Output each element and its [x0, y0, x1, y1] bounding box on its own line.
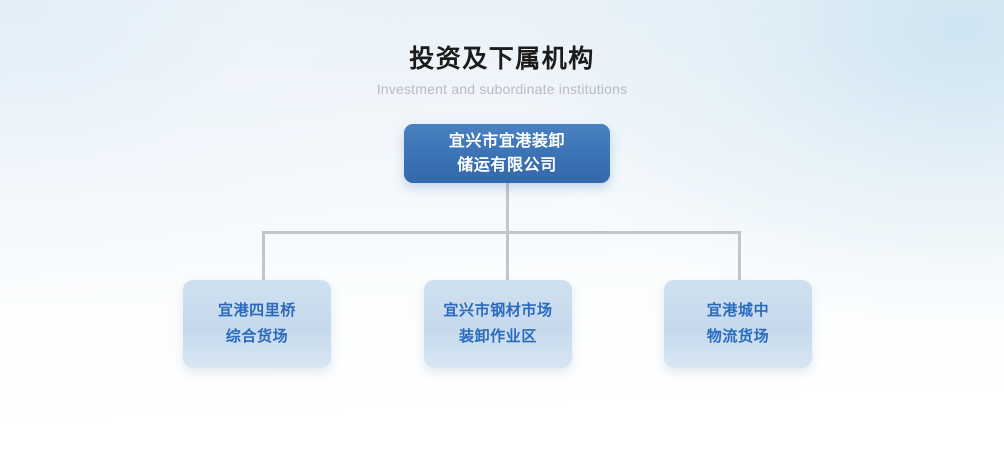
org-node-child-0[interactable]: 宜港四里桥 综合货场: [183, 280, 331, 368]
org-node-child-1[interactable]: 宜兴市钢材市场 装卸作业区: [424, 280, 572, 368]
org-node-root-line2: 储运有限公司: [457, 156, 557, 174]
org-node-child-2-label: 宜港城中 物流货场: [707, 298, 769, 350]
org-node-child-2-line2: 物流货场: [706, 328, 770, 345]
org-node-root-label: 宜兴市宜港装卸 储运有限公司: [449, 130, 565, 178]
org-node-child-1-line1: 宜兴市钢材市场: [443, 302, 553, 319]
org-node-child-0-line2: 综合货场: [225, 328, 289, 345]
connector-child-1-vertical: [506, 231, 509, 281]
connector-horizontal-bus: [262, 231, 741, 234]
page-subtitle: Investment and subordinate institutions: [376, 81, 628, 97]
connector-root-vertical: [506, 183, 509, 233]
org-node-root[interactable]: 宜兴市宜港装卸 储运有限公司: [404, 124, 610, 183]
org-node-child-0-label: 宜港四里桥 综合货场: [218, 298, 296, 350]
page-header: 投资及下属机构 Investment and subordinate insti…: [0, 44, 1004, 98]
connector-child-2-vertical: [738, 231, 741, 281]
page-title: 投资及下属机构: [409, 45, 595, 73]
org-node-child-1-line2: 装卸作业区: [458, 328, 537, 345]
org-node-child-1-label: 宜兴市钢材市场 装卸作业区: [443, 298, 552, 350]
org-node-child-2[interactable]: 宜港城中 物流货场: [664, 280, 812, 368]
org-node-child-0-line1: 宜港四里桥: [217, 302, 296, 319]
connector-child-0-vertical: [262, 231, 265, 281]
org-node-child-2-line1: 宜港城中: [706, 302, 770, 319]
org-node-root-line1: 宜兴市宜港装卸: [448, 132, 566, 150]
